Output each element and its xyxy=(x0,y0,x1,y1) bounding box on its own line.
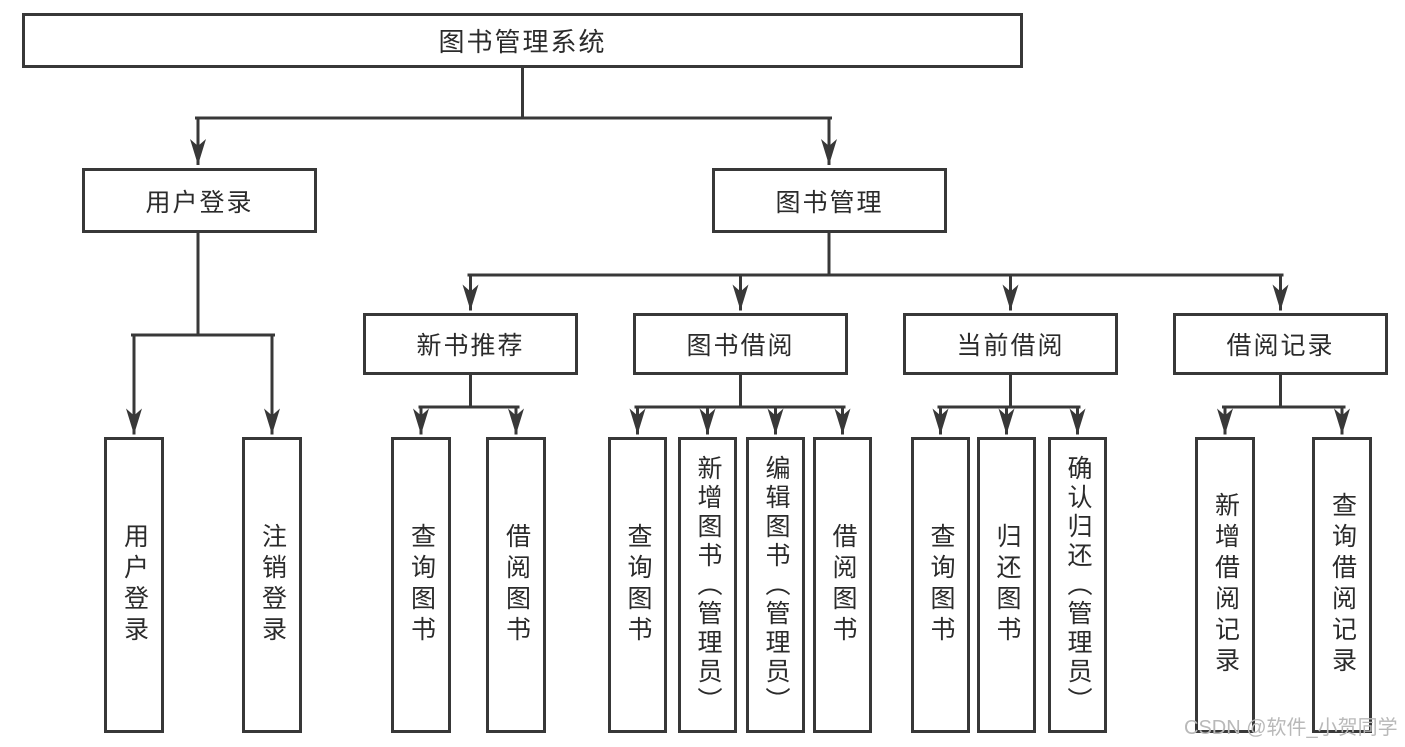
leaf-bb-add-book-admin: 新增图书（管理员） xyxy=(678,437,737,733)
leaf-cb-confirm-return-admin: 确认归还（管理员） xyxy=(1048,437,1107,733)
leaf-br-add-record: 新增借阅记录 xyxy=(1195,437,1255,733)
leaf-cb-query-book: 查询图书 xyxy=(911,437,970,733)
leaf-logout: 注销登录 xyxy=(242,437,302,733)
leaf-nb-borrow-book: 借阅图书 xyxy=(486,437,546,733)
connector-skeleton xyxy=(131,66,1346,409)
leaf-bb-query-book: 查询图书 xyxy=(608,437,667,733)
leaf-br-query-record: 查询借阅记录 xyxy=(1312,437,1372,733)
node-borrow-records: 借阅记录 xyxy=(1173,313,1388,375)
node-book-management: 图书管理 xyxy=(712,168,947,233)
leaf-bb-edit-book-admin: 编辑图书（管理员） xyxy=(746,437,805,733)
node-root: 图书管理系统 xyxy=(22,13,1023,68)
node-current-borrow: 当前借阅 xyxy=(903,313,1118,375)
leaf-nb-query-book: 查询图书 xyxy=(391,437,451,733)
node-book-borrow: 图书借阅 xyxy=(633,313,848,375)
connector-arrows xyxy=(126,118,1350,435)
watermark-text: CSDN @软件_小贺同学 xyxy=(1184,717,1398,739)
node-user-login: 用户登录 xyxy=(82,168,317,233)
leaf-bb-borrow-book: 借阅图书 xyxy=(813,437,872,733)
leaf-user-login: 用户登录 xyxy=(104,437,164,733)
leaf-cb-return-book: 归还图书 xyxy=(977,437,1036,733)
node-new-book-recommend: 新书推荐 xyxy=(363,313,578,375)
